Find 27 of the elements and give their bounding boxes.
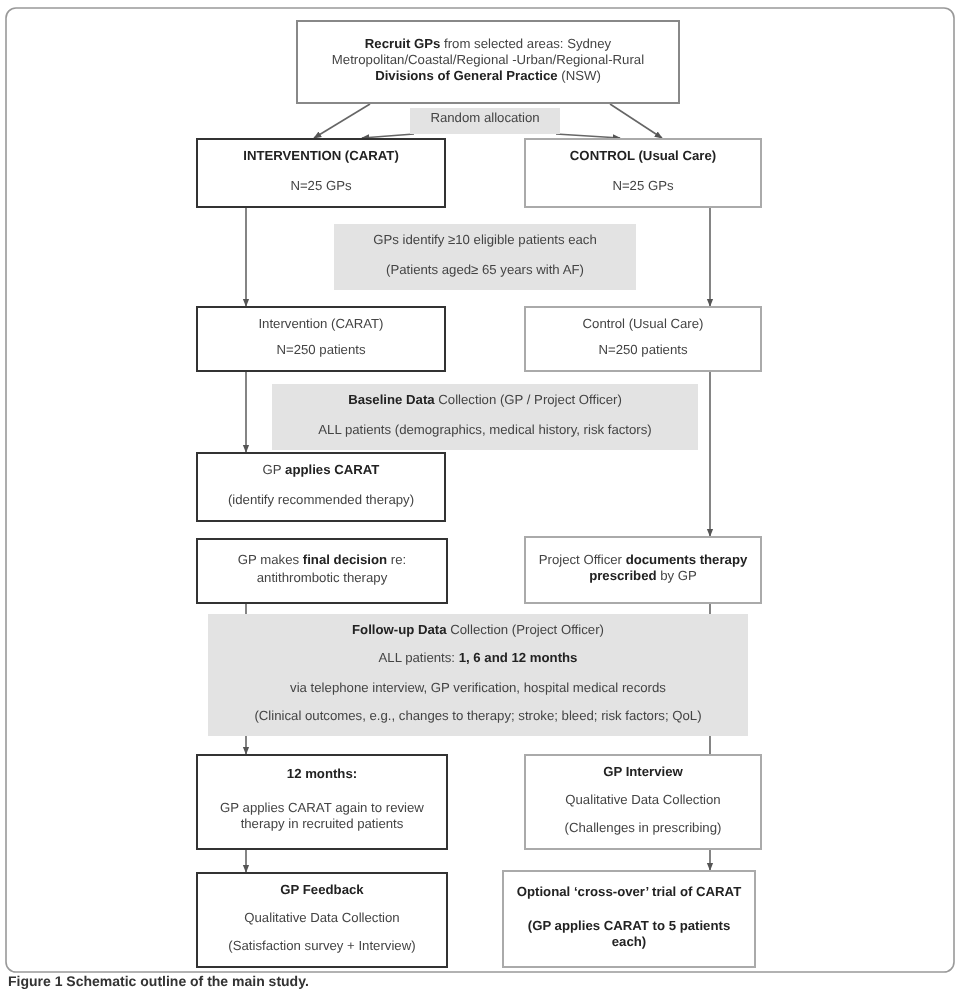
process-box: [524, 138, 762, 208]
arrow: [313, 103, 371, 139]
process-box: [196, 754, 448, 850]
note-box: [410, 108, 560, 134]
process-box: [524, 536, 762, 604]
process-box: [196, 306, 446, 372]
arrow: [242, 735, 250, 755]
arrow: [706, 371, 714, 537]
arrow: [361, 133, 415, 141]
arrow: [242, 849, 250, 873]
process-box: [196, 538, 448, 604]
arrow: [555, 133, 621, 141]
process-box: [502, 870, 756, 968]
process-box: [196, 872, 448, 968]
process-box: [296, 20, 680, 104]
process-box: [196, 452, 446, 522]
arrow: [242, 371, 250, 453]
process-box: [524, 306, 762, 372]
arrow: [706, 849, 714, 871]
note-box: [272, 384, 698, 450]
process-box: [524, 754, 762, 850]
arrow: [242, 207, 250, 307]
arrow: [609, 103, 663, 139]
arrow: [706, 207, 714, 307]
process-box: [196, 138, 446, 208]
note-box: [334, 224, 636, 290]
note-box: [208, 614, 748, 736]
